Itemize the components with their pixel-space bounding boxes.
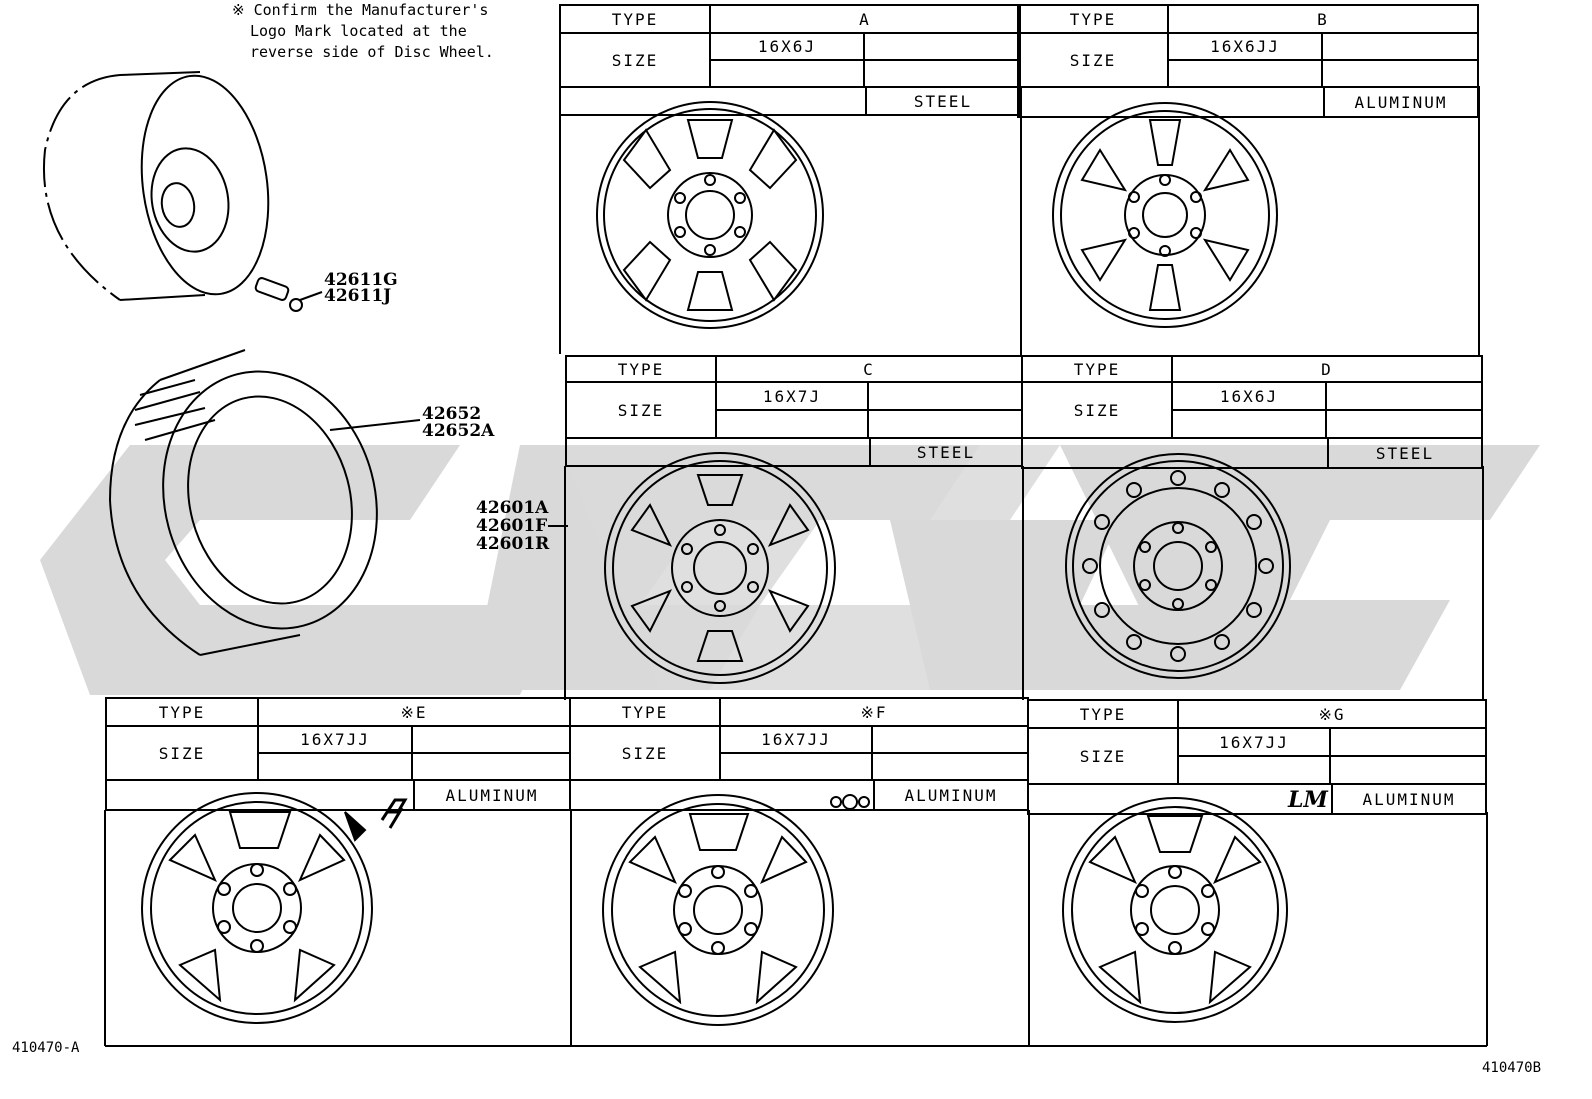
- size-label: SIZE: [571, 727, 721, 781]
- type-label: TYPE: [1019, 6, 1169, 34]
- blank-cell: [869, 411, 1021, 439]
- size-label: SIZE: [1023, 383, 1173, 439]
- part-number-wheel-3: 42601R: [476, 534, 550, 554]
- size-label: SIZE: [561, 34, 711, 88]
- size-value: 16X7J: [717, 383, 869, 411]
- figure-id-left: 410470-A: [12, 1040, 80, 1056]
- material-value: ALUMINUM: [413, 781, 569, 809]
- type-value: ※E: [259, 699, 569, 727]
- blank-cell: [865, 61, 1019, 88]
- blank-cell: [1323, 61, 1477, 88]
- spec-table-b: TYPE B SIZE 16X6JJ ALUMINUM: [1017, 4, 1479, 118]
- size-label: SIZE: [1029, 729, 1179, 785]
- size-value: 16X7JJ: [259, 727, 413, 754]
- size-label: SIZE: [567, 383, 717, 439]
- blank-cell: [711, 61, 865, 88]
- material-value: STEEL: [865, 88, 1019, 114]
- spec-table-g: TYPE ※G SIZE 16X7JJ ALUMINUM: [1027, 699, 1487, 815]
- blank-cell: [413, 754, 569, 781]
- type-label: TYPE: [567, 357, 717, 383]
- type-label: TYPE: [561, 6, 711, 34]
- size-value: 16X6JJ: [1169, 34, 1323, 61]
- wheel-b-illustration: [1052, 102, 1278, 328]
- blank-cell: [1327, 383, 1481, 411]
- blank-cell: [873, 727, 1027, 754]
- size-value: 16X6J: [1173, 383, 1327, 411]
- type-value: C: [717, 357, 1021, 383]
- wheel-a-illustration: [596, 101, 824, 329]
- material-value: ALUMINUM: [1323, 88, 1477, 116]
- part-number-valve-2: 42611J: [324, 286, 392, 306]
- type-label: TYPE: [571, 699, 721, 727]
- blank-cell: [873, 754, 1027, 781]
- logo-mark-g: LM: [1288, 787, 1328, 813]
- wheel-f-illustration: [602, 794, 870, 1026]
- wheel-e-illustration: [141, 792, 373, 1024]
- blank-cell: [721, 754, 873, 781]
- blank-cell: [1331, 729, 1485, 757]
- material-value: ALUMINUM: [873, 781, 1027, 809]
- note-line-2: Logo Mark located at the: [250, 22, 467, 40]
- material-value: ALUMINUM: [1331, 785, 1485, 813]
- spec-table-c: TYPE C SIZE 16X7J STEEL: [565, 355, 1023, 467]
- note-mark: ※: [232, 1, 245, 19]
- part-number-wheel-2: 42601F: [476, 516, 548, 536]
- part-number-valve-1: 42611G: [324, 270, 398, 290]
- type-value: ※F: [721, 699, 1027, 727]
- valve-illustration: [254, 277, 323, 312]
- blank-cell: [1173, 411, 1327, 439]
- spec-table-d: TYPE D SIZE 16X6J STEEL: [1021, 355, 1483, 469]
- type-label: TYPE: [1029, 701, 1179, 729]
- blank-cell: [1323, 34, 1477, 61]
- blank-cell: [1327, 411, 1481, 439]
- size-value: 16X7JJ: [1179, 729, 1331, 757]
- material-value: STEEL: [1327, 439, 1481, 467]
- type-value: A: [711, 6, 1019, 34]
- type-label: TYPE: [107, 699, 259, 727]
- size-label: SIZE: [1019, 34, 1169, 88]
- logo-mark-note: ※ Confirm the Manufacturer's: [232, 0, 488, 21]
- blank-cell: [869, 383, 1021, 411]
- part-number-tire-1: 42652: [422, 404, 482, 424]
- size-value: 16X7JJ: [721, 727, 873, 754]
- spec-table-f: TYPE ※F SIZE 16X7JJ ALUMINUM: [569, 697, 1029, 811]
- logo-mark-e: [380, 798, 408, 829]
- blank-cell: [413, 727, 569, 754]
- type-value: B: [1169, 6, 1477, 34]
- part-number-tire-2: 42652A: [422, 421, 495, 441]
- size-value: 16X6J: [711, 34, 865, 61]
- material-value: STEEL: [869, 439, 1021, 465]
- type-value: D: [1173, 357, 1481, 383]
- wheel-c-illustration: [604, 452, 836, 684]
- part-number-wheel-1: 42601A: [476, 498, 549, 518]
- wheel-d-illustration: [1065, 453, 1291, 679]
- figure-id-right: 410470B: [1482, 1060, 1542, 1076]
- blank-cell: [259, 754, 413, 781]
- tire-illustration: [108, 349, 421, 656]
- note-line-3: reverse side of Disc Wheel.: [250, 43, 494, 61]
- size-label: SIZE: [107, 727, 259, 781]
- type-label: TYPE: [1023, 357, 1173, 383]
- wheel-g-illustration: [1062, 797, 1288, 1023]
- blank-cell: [717, 411, 869, 439]
- note-line-1: Confirm the Manufacturer's: [253, 1, 489, 19]
- disc-wheel-illustration: [43, 71, 270, 301]
- blank-cell: [1179, 757, 1331, 785]
- spec-table-a: TYPE A SIZE 16X6J STEEL: [559, 4, 1021, 116]
- type-value: ※G: [1179, 701, 1485, 729]
- blank-cell: [1331, 757, 1485, 785]
- blank-cell: [1169, 61, 1323, 88]
- blank-cell: [865, 34, 1019, 61]
